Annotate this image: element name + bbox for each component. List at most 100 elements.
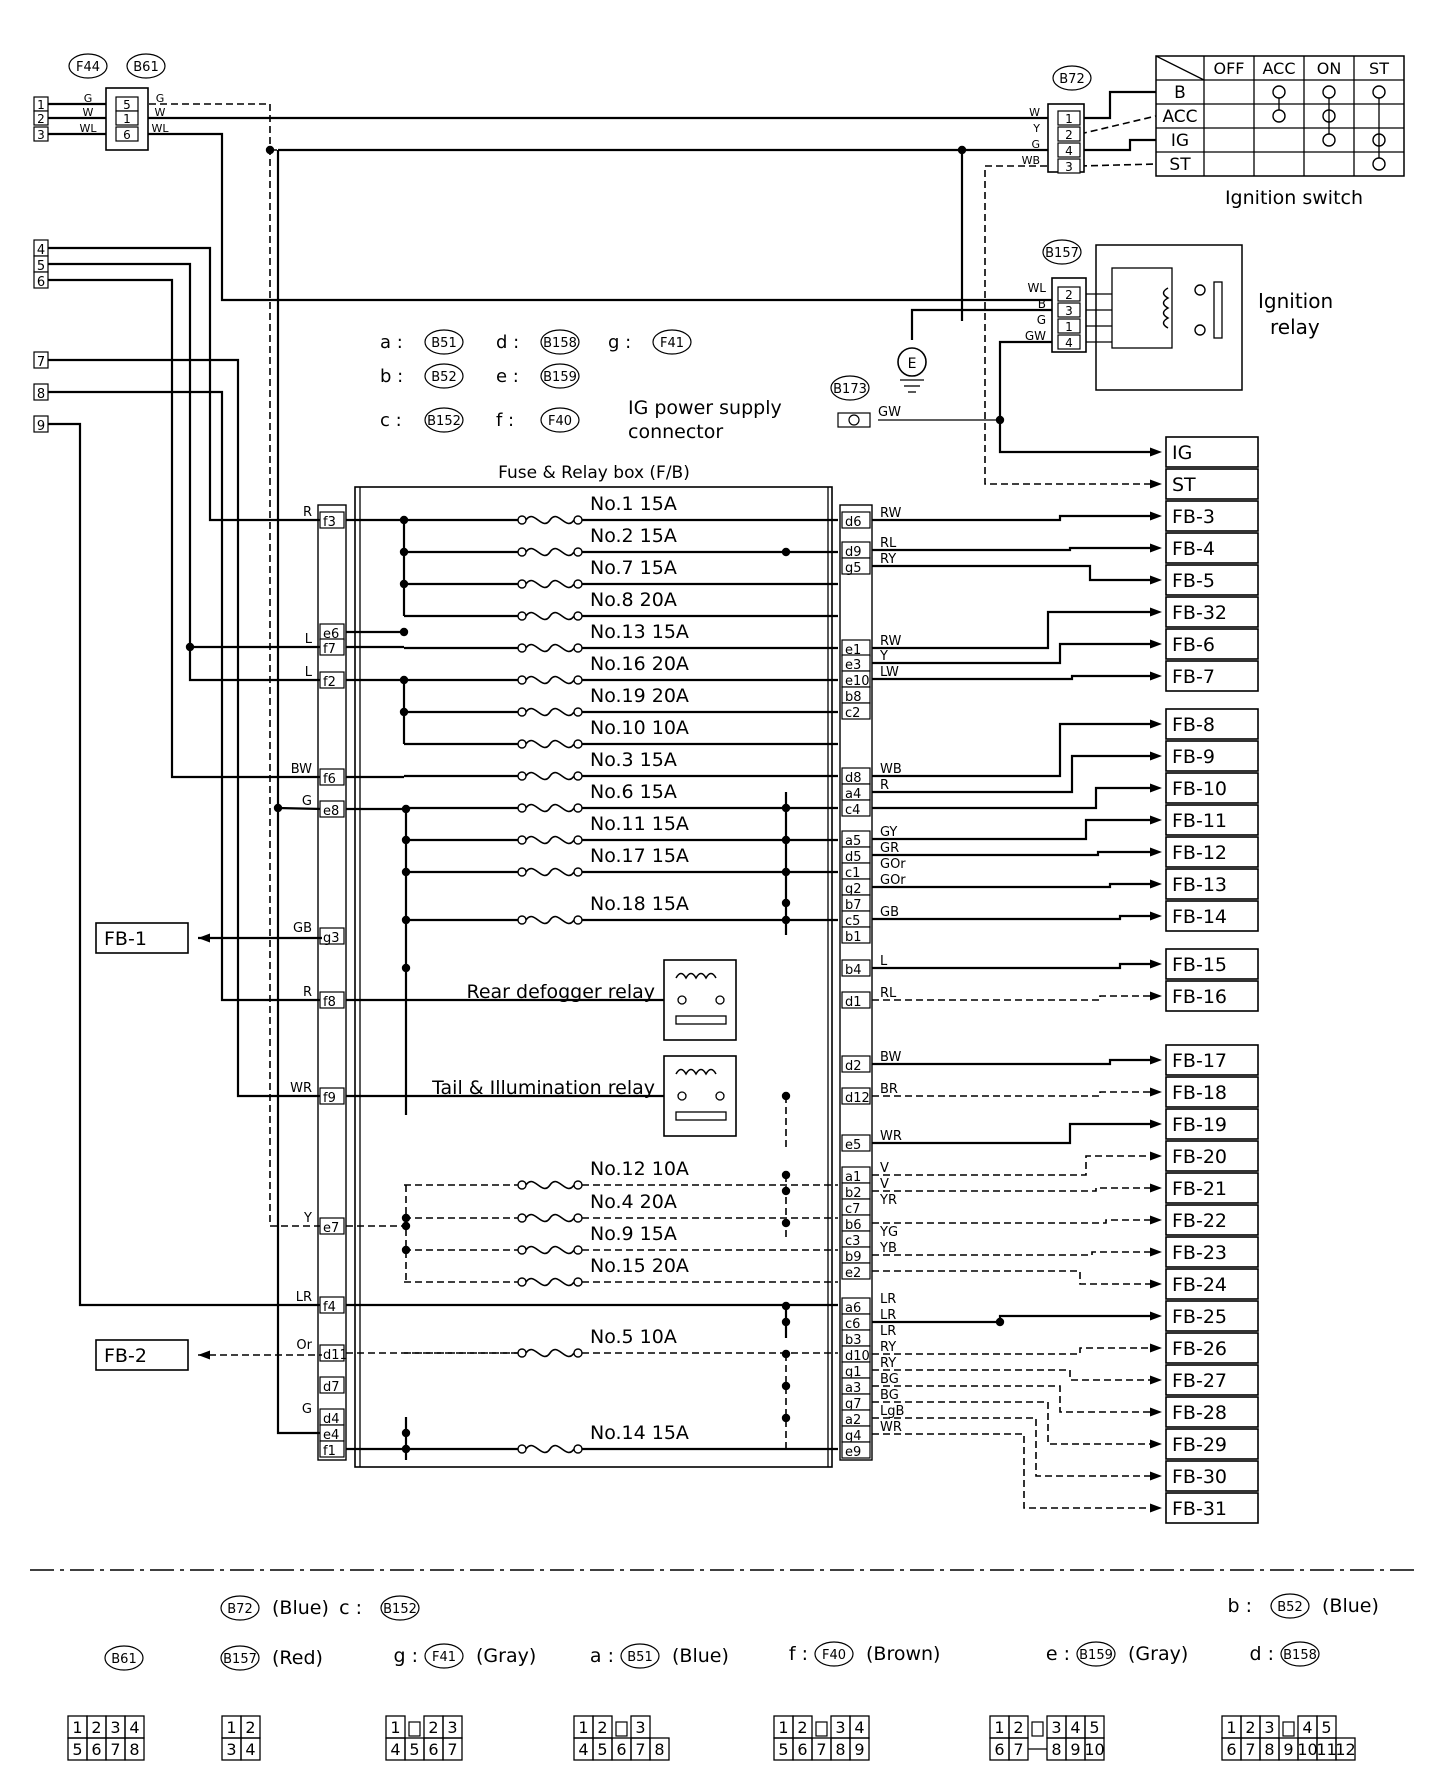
- legend-key: c :: [380, 410, 402, 431]
- fuse-terminal: [573, 515, 583, 525]
- connector-key: [815, 1721, 828, 1737]
- wire-pin4-f3: [48, 246, 322, 522]
- output-label-fb-18: FB-18: [1172, 1082, 1227, 1104]
- b157-pin-box: [1057, 334, 1081, 350]
- left-terminal-box: [319, 1087, 345, 1105]
- connector-pin: 9: [854, 1740, 864, 1759]
- legend-connector: B157: [223, 1652, 257, 1667]
- right-terminal-d8: d8: [845, 771, 862, 786]
- junction-dot: [401, 963, 411, 973]
- wire-fb28: [872, 1385, 1150, 1413]
- legend-color: (Brown): [866, 1643, 940, 1665]
- left-terminal-f7: f7: [323, 642, 336, 657]
- legend-connector: B52: [1277, 1600, 1302, 1615]
- switch-header-on: ON: [1317, 59, 1342, 78]
- connector-pin: 3: [447, 1718, 457, 1737]
- connector-pin: 4: [129, 1718, 139, 1737]
- arrow-head: [1150, 1087, 1162, 1097]
- fuse-terminal: [517, 611, 527, 621]
- connector-id-b157-oval: [1042, 239, 1082, 265]
- left-terminal-f6: f6: [323, 772, 336, 787]
- fuse-label: No.15 20A: [590, 1255, 689, 1277]
- fuse-element: [525, 771, 575, 781]
- output-label-fb-8: FB-8: [1172, 714, 1215, 736]
- legend-key: a :: [590, 1645, 614, 1667]
- output-box-fb-12: [1165, 836, 1259, 868]
- right-terminal-box: [841, 991, 871, 1009]
- output-label-fb-13: FB-13: [1172, 874, 1227, 896]
- b157-pin-2: 2: [1065, 288, 1073, 302]
- b157-pin-1: 1: [1065, 320, 1073, 334]
- fuse-label: No.9 15A: [590, 1223, 677, 1245]
- fuse-terminal: [517, 867, 527, 877]
- connector-pin: 6: [91, 1740, 101, 1759]
- legend-connector: B51: [627, 1650, 652, 1665]
- legend-code: B152: [427, 414, 461, 429]
- top-connector-wire-left: G: [84, 92, 93, 105]
- connector-cell: [442, 1737, 463, 1761]
- left-terminal-g3: g3: [323, 931, 340, 946]
- connector-pin: 3: [110, 1718, 120, 1737]
- right-wire-color: BR: [880, 1082, 898, 1097]
- legend-code: F40: [548, 414, 572, 429]
- legend-connector-oval: [1076, 1641, 1116, 1667]
- connector-pin: 7: [635, 1740, 645, 1759]
- output-label-fb-25: FB-25: [1172, 1306, 1227, 1328]
- right-terminal-e3: e3: [845, 658, 861, 673]
- legend-key: c :: [339, 1597, 362, 1619]
- fuse-terminal: [573, 1213, 583, 1223]
- fuse-element: [525, 515, 575, 525]
- output-label-fb-26: FB-26: [1172, 1338, 1227, 1360]
- connector-pin: 6: [428, 1740, 438, 1759]
- connector-id-f44: F44: [76, 60, 100, 75]
- arrow-head: [1150, 719, 1162, 729]
- right-wire-color: RY: [880, 552, 896, 567]
- wire-gw-ig: [998, 340, 1150, 454]
- legend-code-oval: [540, 329, 580, 355]
- legend-connector: F41: [432, 1650, 456, 1665]
- output-box-fb-28: [1165, 1396, 1259, 1428]
- right-terminal-b2: b2: [845, 1186, 862, 1201]
- connector-pin: 7: [816, 1740, 826, 1759]
- legend-code-oval: [540, 363, 580, 389]
- fuse-element: [525, 867, 575, 877]
- b72-wire-color: W: [1029, 106, 1040, 119]
- b157-wire-color: B: [1038, 297, 1046, 311]
- fuse-element: [525, 915, 575, 925]
- fuse-label: No.17 15A: [590, 845, 689, 867]
- fuse-label: No.19 20A: [590, 685, 689, 707]
- switch-contact: [1272, 109, 1286, 123]
- left-wire-color: WR: [290, 1081, 312, 1096]
- connector-key: [615, 1721, 628, 1737]
- left-terminal-box: [319, 638, 345, 656]
- fuse-terminal: [573, 547, 583, 557]
- fuse-terminal: [517, 707, 527, 717]
- relay-body: [663, 959, 737, 1041]
- wire-fb10: [872, 786, 1150, 810]
- left-terminal-e8: e8: [323, 804, 339, 819]
- relay-body: [663, 1055, 737, 1137]
- fuse-element: [525, 547, 575, 557]
- output-box-ig: [1165, 436, 1259, 468]
- b72-pin-box: [1057, 126, 1081, 142]
- left-terminal-box: [319, 1217, 345, 1235]
- right-wire-color: BW: [880, 1050, 901, 1065]
- wire-fb27: [872, 1369, 1150, 1381]
- output-box-fb-7: [1165, 660, 1259, 692]
- connector-id-b61: B61: [133, 60, 158, 75]
- right-terminal-d1: d1: [845, 995, 862, 1010]
- b72-pin-box: [1057, 158, 1081, 174]
- right-wire-color: YG: [879, 1225, 898, 1240]
- fuse-element: [525, 1180, 575, 1190]
- arrow-head: [1150, 815, 1162, 825]
- left-terminal-box: [319, 1344, 345, 1362]
- connector-cell: [240, 1737, 261, 1761]
- output-box-fb-4: [1165, 532, 1259, 564]
- switch-row-b: B: [1174, 83, 1186, 103]
- output-box-fb-14: [1165, 900, 1259, 932]
- top-left-pin-box: [33, 126, 49, 142]
- output-box-fb-10: [1165, 772, 1259, 804]
- top-left-pin-2: 2: [37, 112, 45, 126]
